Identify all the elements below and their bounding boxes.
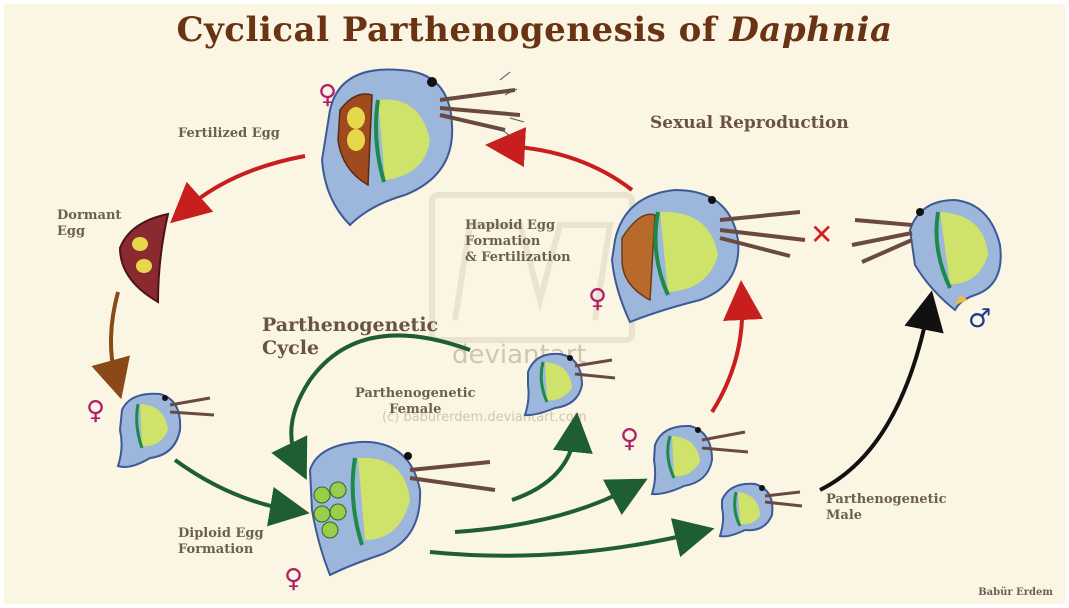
watermark-logo [432,195,632,340]
daphnia-male [852,200,1001,310]
artist-credit: Babür Erdem [978,587,1053,598]
arrow-female-to-sexual [712,300,742,412]
female-symbol-right: ♀ [620,426,639,452]
daphnia-parthenogenetic-female [525,354,615,415]
arrow-diploid-to-female-right [455,488,630,532]
daphnia-right-female [652,426,748,494]
daphnia-parthenogenetic-male [720,484,802,537]
label-sexual-reproduction: Sexual Reproduction [650,112,849,135]
arrow-dormant-to-female [111,292,118,380]
arrow-diploid-to-parth-female [512,432,575,500]
female-symbol-sexual: ♀ [588,286,607,312]
label-fertilized-egg: Fertilized Egg [178,126,280,142]
daphnia-left-female [118,394,214,467]
arrow-sexual-to-fertilized [505,146,632,190]
arrow-male-to-sexual [820,310,928,490]
female-symbol-left: ♀ [86,398,105,424]
arrow-fertilized-to-dormant [185,156,305,210]
cross-symbol: ✕ [810,222,833,248]
arrow-diploid-to-male [430,533,695,556]
daphnia-sexual-female [612,190,805,322]
female-symbol-top: ♀ [318,82,337,108]
female-symbol-bottom: ♀ [284,566,303,592]
dormant-egg [120,214,168,302]
arrow-female-to-diploid [175,460,290,510]
daphnia-fertilized-female [322,70,524,226]
male-symbol: ♂ [968,306,991,332]
